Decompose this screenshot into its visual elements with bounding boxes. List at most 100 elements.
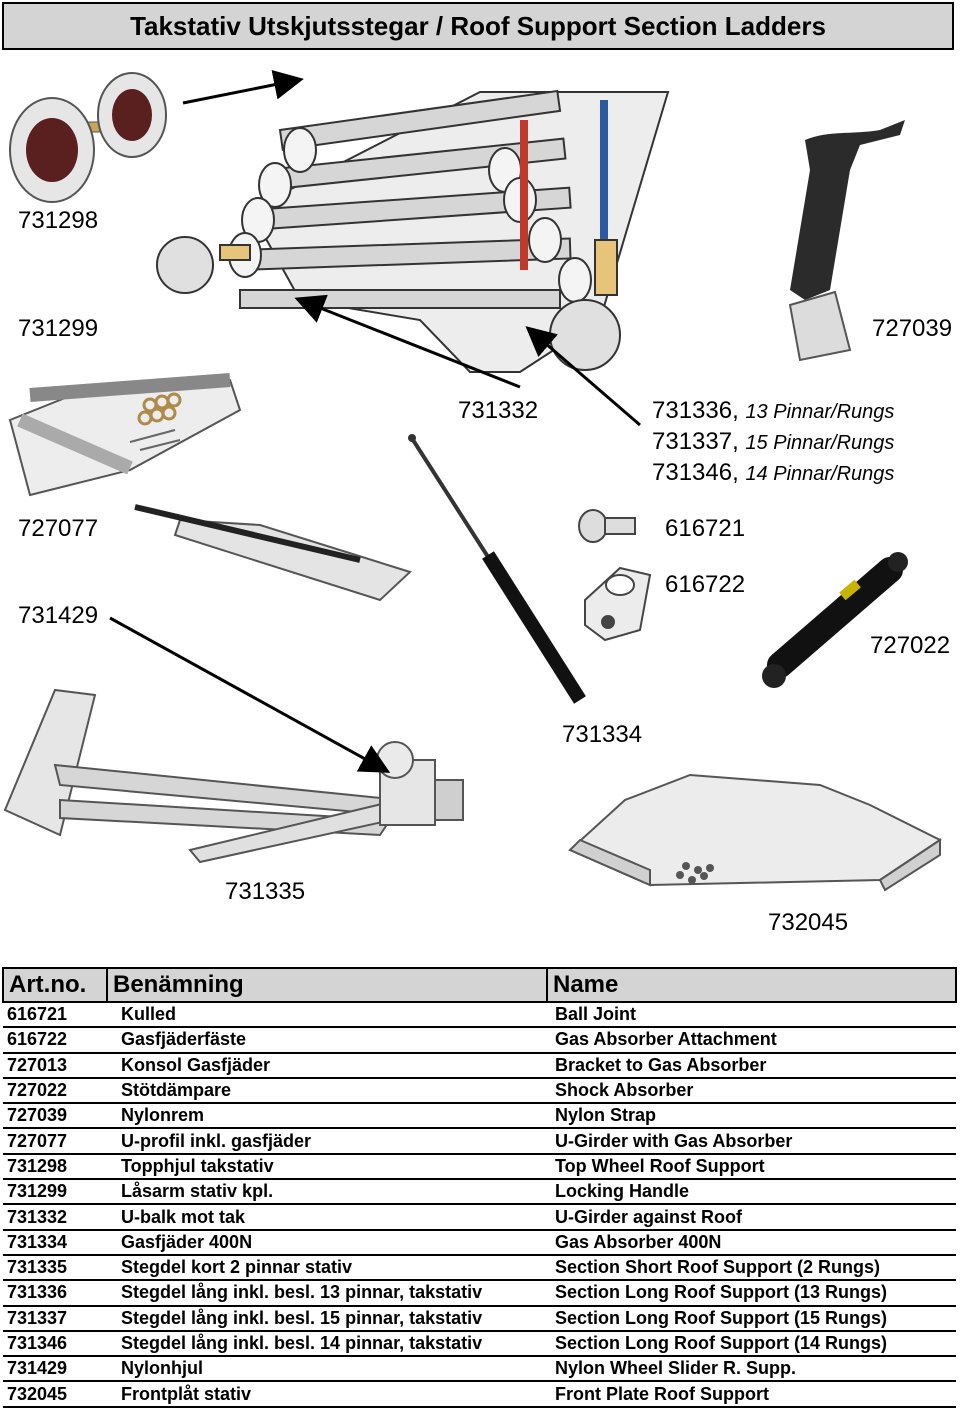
cell-art-no: 616722 [3,1027,107,1054]
cell-name: Bracket to Gas Absorber [547,1052,956,1079]
cell-name: Nylon Wheel Slider R. Supp. [547,1356,956,1383]
cell-benamning: Stegdel lång inkl. besl. 14 pinnar, taks… [107,1330,547,1358]
gas-absorber-attachment-drawing [584,566,652,642]
label-731337-number: 731337, [652,428,739,455]
table-row: 731334 Gasfjäder 400N Gas Absorber 400N [3,1229,956,1256]
shock-absorber-drawing [762,552,908,688]
cell-benamning: Stegdel lång inkl. besl. 15 pinnar, taks… [107,1305,547,1332]
front-plate-drawing [568,773,942,892]
table-row: 731299 Låsarm stativ kpl. Locking Handle [3,1179,956,1206]
table-row: 731429 Nylonhjul Nylon Wheel Slider R. S… [3,1356,956,1383]
cell-art-no: 616721 [3,1002,107,1029]
label-731334: 731334 [562,721,643,748]
table-row: 731335 Stegdel kort 2 pinnar stativ Sect… [3,1254,956,1282]
ladder-assembly-drawing [156,89,670,373]
nylon-strap-drawing [788,120,905,362]
header-name: Name [546,967,957,1003]
label-732045: 732045 [768,909,849,936]
label-731336-number: 731336, [652,397,739,424]
label-727077: 727077 [18,515,99,542]
parts-illustration [3,69,942,892]
cell-benamning: Stötdämpare [107,1077,547,1105]
label-727022: 727022 [870,632,951,659]
top-wheel-drawing [9,72,167,203]
table-row: 731336 Stegdel lång inkl. besl. 13 pinna… [3,1280,956,1307]
table-row: 731337 Stegdel lång inkl. besl. 15 pinna… [3,1305,956,1332]
label-731346-number: 731346, [652,459,739,486]
cell-name: Gas Absorber 400N [547,1229,956,1256]
page-title: Takstativ Utskjutsstegar / Roof Support … [2,2,954,50]
u-girder-gas-absorber-drawing [134,504,412,602]
cell-name: Nylon Strap [547,1103,956,1130]
label-731335: 731335 [225,878,306,905]
cell-art-no: 731332 [3,1204,107,1231]
cell-name: U-Girder with Gas Absorber [547,1128,956,1155]
label-731332: 731332 [458,397,539,424]
label-727039: 727039 [872,315,953,342]
cell-name: Shock Absorber [547,1077,956,1105]
table-row: 616721 Kulled Ball Joint [3,1002,956,1029]
cell-art-no: 731429 [3,1356,107,1383]
cell-name: Section Long Roof Support (15 Rungs) [547,1305,956,1332]
label-731336-rungs: 13 Pinnar/Rungs [745,401,895,423]
cell-name: U-Girder against Roof [547,1204,956,1231]
cell-art-no: 731346 [3,1330,107,1358]
table-row: 727013 Konsol Gasfjäder Bracket to Gas A… [3,1052,956,1079]
cell-art-no: 731299 [3,1179,107,1206]
label-731429: 731429 [18,602,99,629]
cell-art-no: 731298 [3,1153,107,1181]
label-731346: 731346, 14 Pinnar/Rungs [652,459,894,487]
cell-name: Section Long Roof Support (14 Rungs) [547,1330,956,1358]
cell-art-no: 731336 [3,1280,107,1307]
table-row: 731346 Stegdel lång inkl. besl. 14 pinna… [3,1330,956,1358]
cell-benamning: U-balk mot tak [107,1204,547,1231]
cell-art-no: 731334 [3,1229,107,1256]
label-731337: 731337, 15 Pinnar/Rungs [652,428,894,456]
cell-name: Top Wheel Roof Support [547,1153,956,1181]
cell-art-no: 727077 [3,1128,107,1155]
cell-benamning: Låsarm stativ kpl. [107,1179,547,1206]
cell-benamning: Gasfjäderfäste [107,1027,547,1054]
parts-table: Art.no. Benämning Name 616721 Kulled Bal… [2,967,957,1408]
label-731336: 731336, 13 Pinnar/Rungs [652,397,894,425]
cell-name: Section Short Roof Support (2 Rungs) [547,1254,956,1282]
cell-benamning: Stegdel lång inkl. besl. 13 pinnar, taks… [107,1280,547,1307]
table-row: 616722 Gasfjäderfäste Gas Absorber Attac… [3,1027,956,1054]
cell-art-no: 727013 [3,1052,107,1079]
cell-name: Gas Absorber Attachment [547,1027,956,1054]
header-benamning: Benämning [106,967,548,1003]
gas-absorber-drawing [408,434,586,704]
cell-name: Locking Handle [547,1179,956,1206]
cell-benamning: Konsol Gasfjäder [107,1052,547,1079]
cell-name: Ball Joint [547,1002,956,1029]
ball-joint-drawing [578,509,636,543]
table-row: 731298 Topphjul takstativ Top Wheel Roof… [3,1153,956,1181]
label-616721: 616721 [665,515,746,542]
cell-benamning: Stegdel kort 2 pinnar stativ [107,1254,547,1282]
table-row: 727022 Stötdämpare Shock Absorber [3,1077,956,1105]
table-row: 727077 U-profil inkl. gasfjäder U-Girder… [3,1128,956,1155]
cell-art-no: 731337 [3,1305,107,1332]
cell-benamning: Nylonhjul [107,1356,547,1383]
table-row: 732045 Frontplåt stativ Front Plate Roof… [3,1381,956,1408]
table-row: 731332 U-balk mot tak U-Girder against R… [3,1204,956,1231]
cell-benamning: Gasfjäder 400N [107,1229,547,1256]
cell-benamning: Nylonrem [107,1103,547,1130]
short-section-drawing [3,688,464,864]
cell-benamning: Kulled [107,1002,547,1029]
cell-art-no: 731335 [3,1254,107,1282]
label-616722: 616722 [665,571,746,598]
cell-art-no: 727022 [3,1077,107,1105]
table-header-row: Art.no. Benämning Name [2,967,957,1003]
cell-art-no: 727039 [3,1103,107,1130]
cell-benamning: U-profil inkl. gasfjäder [107,1128,547,1155]
cell-name: Front Plate Roof Support [547,1381,956,1408]
label-731299: 731299 [18,315,99,342]
cell-benamning: Topphjul takstativ [107,1153,547,1181]
label-731298: 731298 [18,207,99,234]
label-731346-rungs: 14 Pinnar/Rungs [745,463,895,485]
table-row: 727039 Nylonrem Nylon Strap [3,1103,956,1130]
cell-benamning: Frontplåt stativ [107,1381,547,1408]
cell-name: Section Long Roof Support (13 Rungs) [547,1280,956,1307]
locking-handle-drawing [8,373,242,497]
